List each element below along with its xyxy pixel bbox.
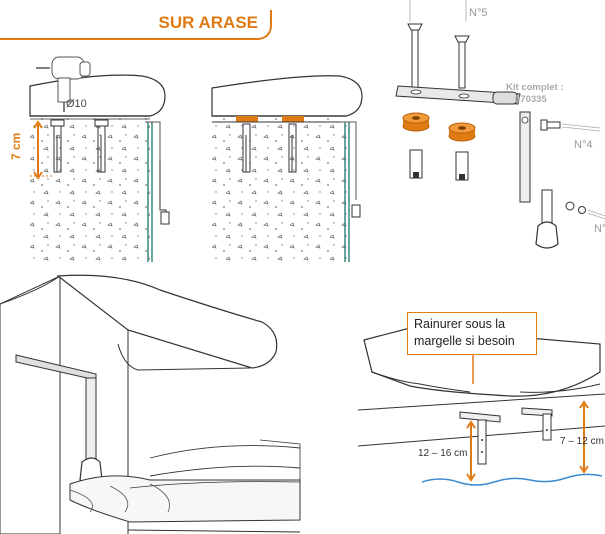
panel-fixing	[211, 75, 363, 262]
strap-1	[159, 160, 167, 218]
screw-right	[454, 35, 470, 89]
bracket-right-2d	[521, 407, 553, 441]
bolt-n4	[540, 119, 601, 132]
hinge-barrel	[492, 91, 518, 105]
anchor-right	[94, 119, 109, 173]
kit-label-line1: Kit complet :	[506, 82, 564, 93]
liner-1	[147, 122, 153, 262]
panel-pool-edge-3d	[0, 274, 301, 534]
dim-right-label: 7 – 12 cm	[560, 436, 604, 447]
anchor-left	[50, 119, 65, 173]
screw-left	[407, 23, 423, 89]
strap-arm	[519, 111, 531, 203]
strap-3d	[85, 377, 97, 463]
dim-left-label: 12 – 16 cm	[418, 448, 467, 459]
part-n4-label: N°4	[574, 139, 592, 151]
concrete-block-2	[212, 118, 350, 262]
part-n-cut-label: N°	[594, 223, 605, 235]
kit-label-line2: 070335	[515, 94, 547, 105]
liner-2	[344, 122, 350, 262]
cover-slats	[69, 439, 301, 523]
coping-stone-2	[211, 75, 363, 117]
spacer-left	[236, 116, 258, 122]
coping-stone-1	[29, 74, 166, 117]
wall-front	[0, 275, 61, 534]
anchor-right-2	[288, 123, 297, 173]
callout-line2: margelle si besoin	[414, 334, 515, 348]
water-line	[421, 473, 603, 486]
depth-label: 7 cm	[9, 133, 23, 160]
title-tab: SUR ARASE	[0, 10, 272, 40]
drill-icon	[36, 56, 91, 112]
mounting-plate	[395, 85, 521, 105]
anchor-left-2	[242, 123, 251, 173]
panel-kit-exploded: N°5 Kit complet : 070335	[395, 0, 605, 249]
bracket-left-2d	[459, 411, 501, 465]
groove-callout: Rainurer sous la margelle si besoin	[407, 312, 537, 355]
part-n5-label: N°5	[469, 7, 487, 19]
spacer-washer-right	[448, 122, 476, 142]
drill-diameter-label: Ø10	[66, 98, 87, 110]
panel-drilling: Ø10 7 cm	[9, 56, 170, 262]
spacer-washer-left	[402, 112, 430, 132]
spacer-right	[282, 116, 304, 122]
page-title: SUR ARASE	[158, 13, 259, 32]
buckle-assembly	[535, 189, 605, 249]
coping-3d	[56, 274, 278, 369]
wall-plug-left	[409, 149, 423, 179]
callout-line1: Rainurer sous la	[414, 317, 506, 331]
concrete-block-1	[30, 118, 150, 262]
wall-plug-right	[455, 151, 469, 181]
